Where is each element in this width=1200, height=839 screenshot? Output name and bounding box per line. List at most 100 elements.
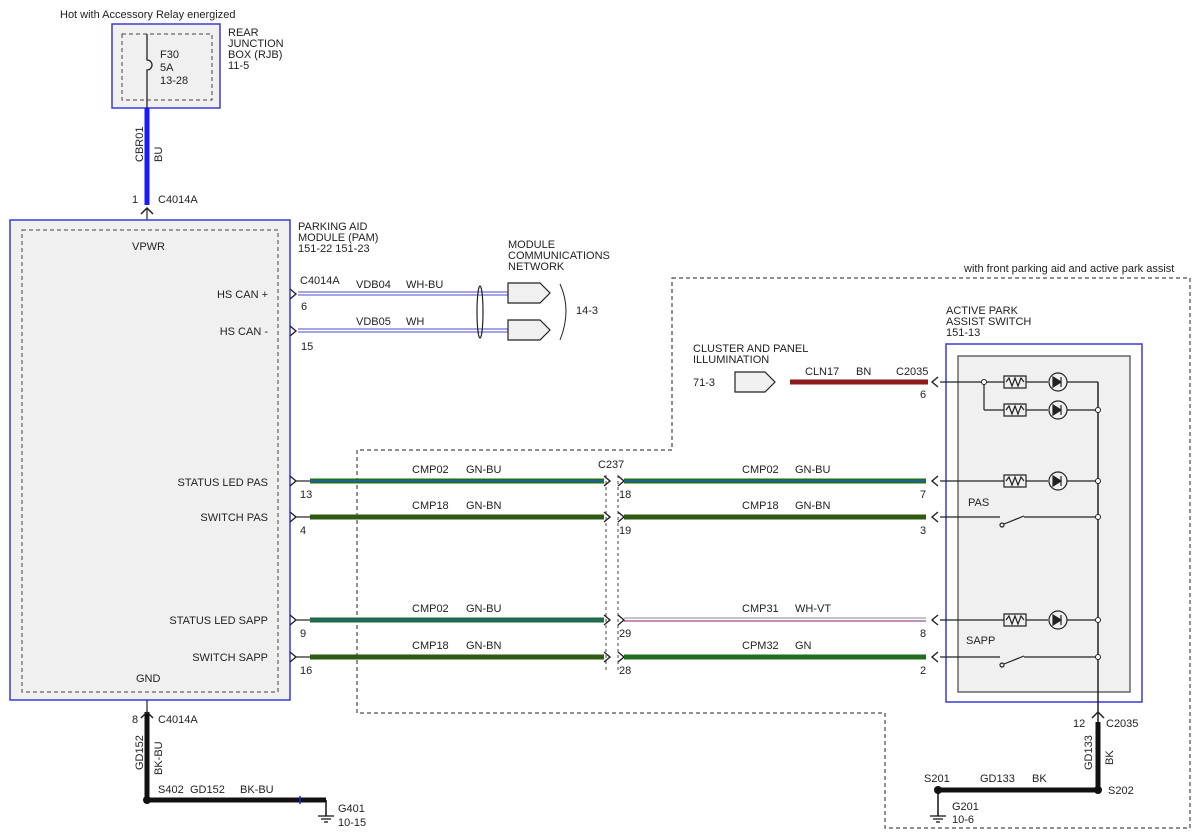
switch-arrow bbox=[930, 614, 939, 626]
can-circuit: VDB05 bbox=[356, 316, 391, 328]
can-color: WH-BU bbox=[406, 279, 443, 291]
gl-ref: 10-15 bbox=[338, 817, 366, 829]
wire-pin-left: 13 bbox=[300, 489, 312, 501]
c237-arrow bbox=[617, 651, 626, 663]
fuse-symbol bbox=[146, 34, 153, 108]
wire-color-left: GN-BN bbox=[466, 500, 502, 512]
wire-pin-right: 2 bbox=[920, 665, 926, 677]
c237-arrow bbox=[603, 614, 612, 626]
c237-arrow bbox=[603, 651, 612, 663]
gr-circuit-h: GD133 bbox=[980, 773, 1015, 785]
wire-circuit-left: CMP18 bbox=[412, 640, 449, 652]
gl-splice: S402 bbox=[158, 784, 184, 796]
illum-connector-id: C2035 bbox=[896, 366, 928, 378]
network-line: MODULE bbox=[508, 239, 555, 251]
feed-color: BU bbox=[153, 147, 165, 162]
pam-line: 151-22 151-23 bbox=[298, 243, 370, 255]
pam-gnd: GND bbox=[136, 673, 161, 685]
fuse-id: F30 bbox=[160, 49, 179, 61]
switch-line: 151-13 bbox=[946, 327, 980, 339]
pam-line: MODULE (PAM) bbox=[298, 232, 378, 244]
gr-connector: C2035 bbox=[1106, 718, 1138, 730]
switch-arrow bbox=[930, 651, 939, 663]
can-circuit: VDB04 bbox=[356, 279, 391, 291]
c237-arrow bbox=[617, 511, 626, 523]
c237-label: C237 bbox=[598, 459, 624, 471]
power-note: Hot with Accessory Relay energized bbox=[60, 9, 235, 21]
pin-status-led-pas: STATUS LED PAS bbox=[178, 477, 268, 489]
c237-arrow bbox=[603, 475, 612, 487]
pin-switch-sapp: SWITCH SAPP bbox=[192, 652, 268, 664]
pin-arrow bbox=[289, 651, 298, 663]
illum-ref: 71-3 bbox=[693, 377, 715, 389]
rjb-line: BOX (RJB) bbox=[228, 49, 282, 61]
rear-junction-box: F30 5A 13-28 bbox=[111, 23, 221, 109]
illum-connector bbox=[734, 371, 776, 393]
wire-color-right: GN bbox=[795, 640, 812, 652]
network-ref: 14-3 bbox=[576, 305, 598, 317]
gr-pin: 12 bbox=[1073, 718, 1085, 730]
can-minus-line: 15 VDB05 WH bbox=[289, 316, 508, 353]
c237-arrow bbox=[617, 614, 626, 626]
wire-circuit-right: CPM32 bbox=[742, 640, 779, 652]
feed-circuit: CBR01 bbox=[134, 127, 146, 162]
gr-circuit: GD133 bbox=[1083, 735, 1095, 770]
pin-arrow bbox=[289, 614, 298, 626]
network-line: NETWORK bbox=[508, 261, 565, 273]
gl-connector: C4014A bbox=[158, 714, 198, 726]
network-connector bbox=[507, 282, 551, 304]
feed-pin: 1 bbox=[132, 194, 138, 206]
wire-circuit-left: CMP02 bbox=[412, 464, 449, 476]
gl-color: BK-BU bbox=[153, 741, 165, 775]
switch-line: ACTIVE PARK bbox=[946, 305, 1019, 317]
can-plus-line: 6 VDB04 WH-BU bbox=[289, 279, 508, 313]
wire-color-left: GN-BU bbox=[466, 603, 502, 615]
switch-arrow bbox=[930, 475, 939, 487]
gr-ground: G201 bbox=[952, 801, 979, 813]
wire-pin-mid: 28 bbox=[619, 665, 631, 677]
illum-line: ILLUMINATION bbox=[693, 354, 769, 366]
gl-color-h: BK-BU bbox=[240, 784, 274, 796]
gl-circuit: GD152 bbox=[134, 735, 146, 770]
wire-circuit-left: CMP02 bbox=[412, 603, 449, 615]
illum-line: CLUSTER AND PANEL bbox=[693, 343, 808, 355]
network-line: COMMUNICATIONS bbox=[508, 250, 610, 262]
pin-arrow bbox=[289, 475, 298, 487]
can-pin: 15 bbox=[301, 341, 313, 353]
wire-pin-mid: 19 bbox=[619, 525, 631, 537]
rjb-line: JUNCTION bbox=[228, 38, 284, 50]
gr-ref: 10-6 bbox=[952, 814, 974, 826]
wire-color-right: GN-BU bbox=[795, 464, 831, 476]
gl-pin: 8 bbox=[132, 714, 138, 726]
gr-splice-right: S202 bbox=[1108, 785, 1134, 797]
wire-circuit-left: CMP18 bbox=[412, 500, 449, 512]
parking-aid-module bbox=[9, 219, 291, 701]
option-note: with front parking aid and active park a… bbox=[963, 263, 1174, 275]
active-park-assist-switch bbox=[945, 343, 1143, 703]
twisted-pair-symbol bbox=[476, 285, 484, 339]
feed-connector: C4014A bbox=[158, 194, 198, 206]
pin-switch-pas: SWITCH PAS bbox=[200, 512, 268, 524]
gl-ground: G401 bbox=[338, 803, 365, 815]
can-pin: 6 bbox=[301, 301, 307, 313]
wire-pin-left: 4 bbox=[300, 525, 306, 537]
pin-status-led-sapp: STATUS LED SAPP bbox=[169, 615, 268, 627]
pin-hs-can-minus: HS CAN - bbox=[220, 326, 269, 338]
pin-arrow bbox=[289, 511, 298, 523]
wire-pin-right: 8 bbox=[920, 628, 926, 640]
wire-circuit-right: CMP31 bbox=[742, 603, 779, 615]
can-connector: C4014A bbox=[300, 275, 340, 287]
wire-color-left: GN-BU bbox=[466, 464, 502, 476]
pam-line: PARKING AID bbox=[298, 221, 368, 233]
wire-pin-left: 9 bbox=[300, 628, 306, 640]
gr-color-h: BK bbox=[1032, 773, 1047, 785]
wire-color-left: GN-BN bbox=[466, 640, 502, 652]
illum-pin: 6 bbox=[920, 389, 926, 401]
switch-line: ASSIST SWITCH bbox=[946, 316, 1031, 328]
switch-pas-label: PAS bbox=[968, 497, 989, 509]
rjb-line: 11-5 bbox=[228, 60, 249, 72]
gr-color: BK bbox=[1104, 750, 1116, 765]
wire-circuit-right: CMP18 bbox=[742, 500, 779, 512]
